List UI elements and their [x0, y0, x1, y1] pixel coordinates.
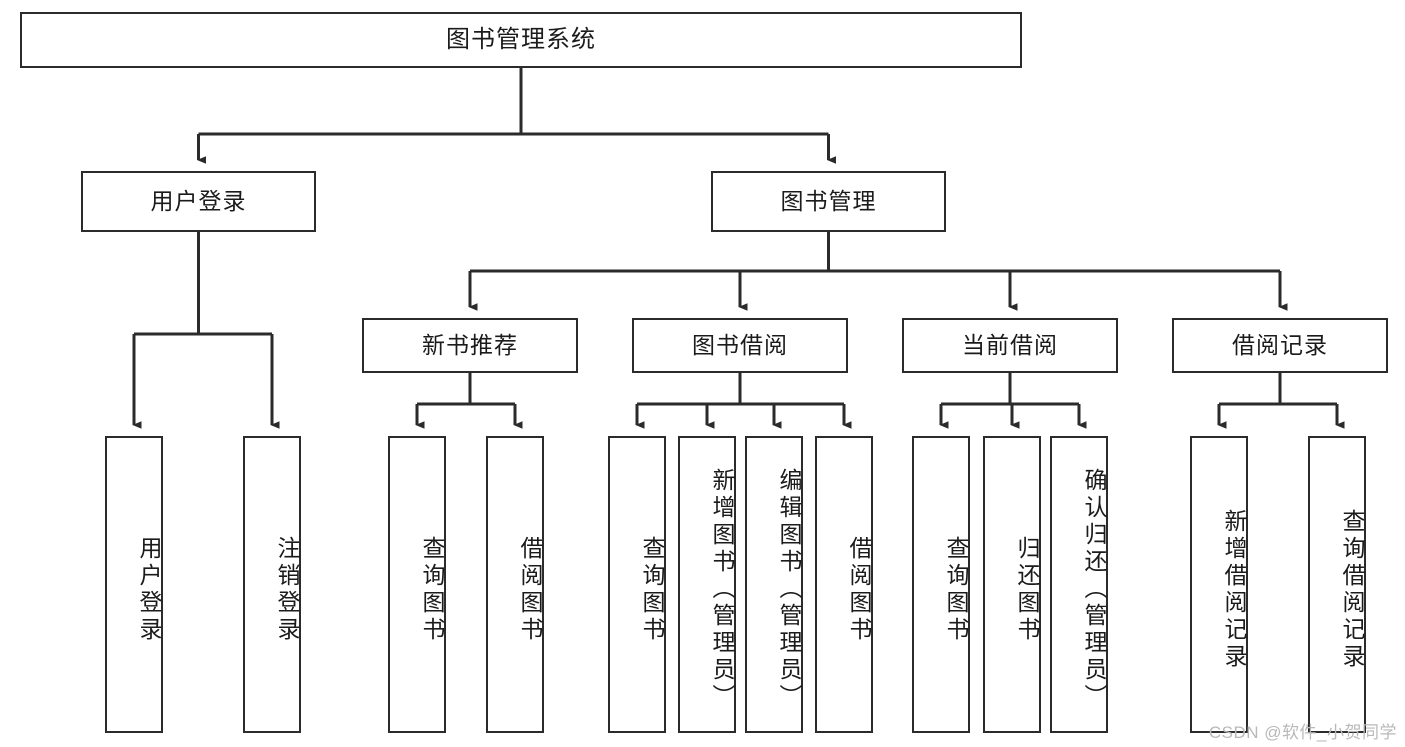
node-label: 当前借阅 [962, 331, 1058, 358]
node-label: 新增图书（管理员） [709, 468, 735, 711]
node-leaf-5-新增图书管理员[interactable]: 新增图书（管理员） [678, 436, 736, 733]
node-leaf-7-借阅图书[interactable]: 借阅图书 [815, 436, 873, 733]
node-leaf-9-归还图书[interactable]: 归还图书 [983, 436, 1041, 733]
node-label: 图书管理系统 [446, 25, 596, 53]
node-l1-用户登录[interactable]: 用户登录 [81, 171, 316, 232]
node-leaf-6-编辑图书管理员[interactable]: 编辑图书（管理员） [745, 436, 803, 733]
node-label: 查询借阅记录 [1339, 508, 1365, 671]
node-label: 用户登录 [150, 187, 247, 214]
node-leaf-4-查询图书[interactable]: 查询图书 [608, 436, 666, 733]
node-leaf-12-查询借阅记录[interactable]: 查询借阅记录 [1308, 436, 1366, 733]
node-label: 查询图书 [639, 535, 665, 644]
node-label: 图书管理 [780, 187, 877, 214]
node-l2-图书借阅[interactable]: 图书借阅 [632, 318, 848, 373]
node-label: 查询图书 [943, 535, 969, 644]
node-leaf-11-新增借阅记录[interactable]: 新增借阅记录 [1190, 436, 1248, 733]
node-label: 图书借阅 [692, 331, 788, 358]
node-leaf-10-确认归还管理员[interactable]: 确认归还（管理员） [1050, 436, 1108, 733]
node-label: 用户登录 [136, 535, 162, 644]
node-leaf-8-查询图书[interactable]: 查询图书 [912, 436, 970, 733]
node-label: 确认归还（管理员） [1081, 468, 1107, 711]
node-leaf-2-查询图书[interactable]: 查询图书 [388, 436, 446, 733]
node-root-图书管理系统[interactable]: 图书管理系统 [20, 12, 1022, 68]
node-label: 借阅记录 [1232, 331, 1328, 358]
node-leaf-3-借阅图书[interactable]: 借阅图书 [486, 436, 544, 733]
node-leaf-1-注销登录[interactable]: 注销登录 [243, 436, 301, 733]
node-label: 归还图书 [1014, 535, 1040, 644]
node-label: 新增借阅记录 [1221, 508, 1247, 671]
node-label: 查询图书 [419, 535, 445, 644]
node-label: 借阅图书 [517, 535, 543, 644]
node-label: 新书推荐 [422, 331, 518, 358]
node-label: 注销登录 [274, 535, 300, 644]
node-l1-图书管理[interactable]: 图书管理 [711, 171, 946, 232]
node-label: 借阅图书 [846, 535, 872, 644]
node-l2-当前借阅[interactable]: 当前借阅 [902, 318, 1118, 373]
node-l2-新书推荐[interactable]: 新书推荐 [362, 318, 578, 373]
node-l2-借阅记录[interactable]: 借阅记录 [1172, 318, 1388, 373]
node-leaf-0-用户登录[interactable]: 用户登录 [105, 436, 163, 733]
watermark: CSDN @软件_小贺同学 [1208, 723, 1397, 742]
node-label: 编辑图书（管理员） [776, 468, 802, 711]
